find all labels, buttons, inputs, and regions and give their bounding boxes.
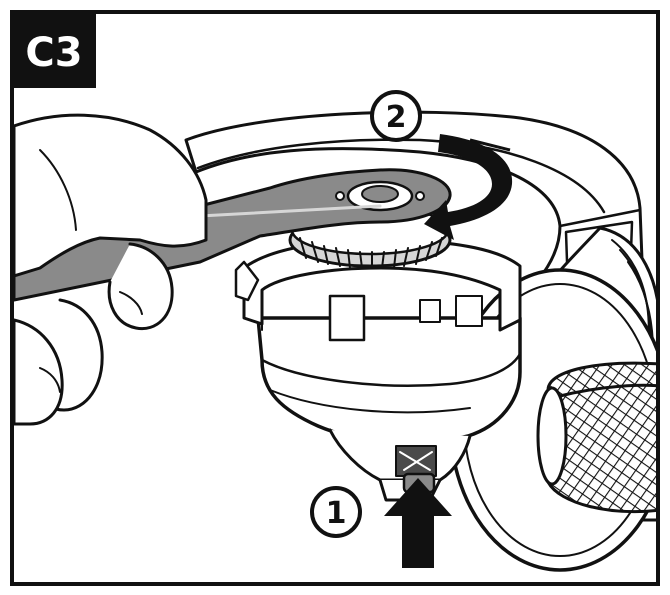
figure-label-badge: C3 — [12, 12, 96, 88]
step-1-number: 1 — [326, 496, 347, 531]
rotate-clockwise-arrow-icon — [424, 134, 513, 240]
gear-head — [256, 316, 522, 502]
step-1-marker: 1 — [310, 486, 362, 538]
side-handle — [536, 361, 656, 514]
guard-clamp — [234, 260, 260, 302]
hand — [14, 113, 208, 426]
push-up-arrow-icon — [384, 478, 452, 568]
step-2-marker: 2 — [370, 90, 422, 142]
figure-label: C3 — [25, 30, 82, 76]
step-2-number: 2 — [386, 100, 407, 135]
